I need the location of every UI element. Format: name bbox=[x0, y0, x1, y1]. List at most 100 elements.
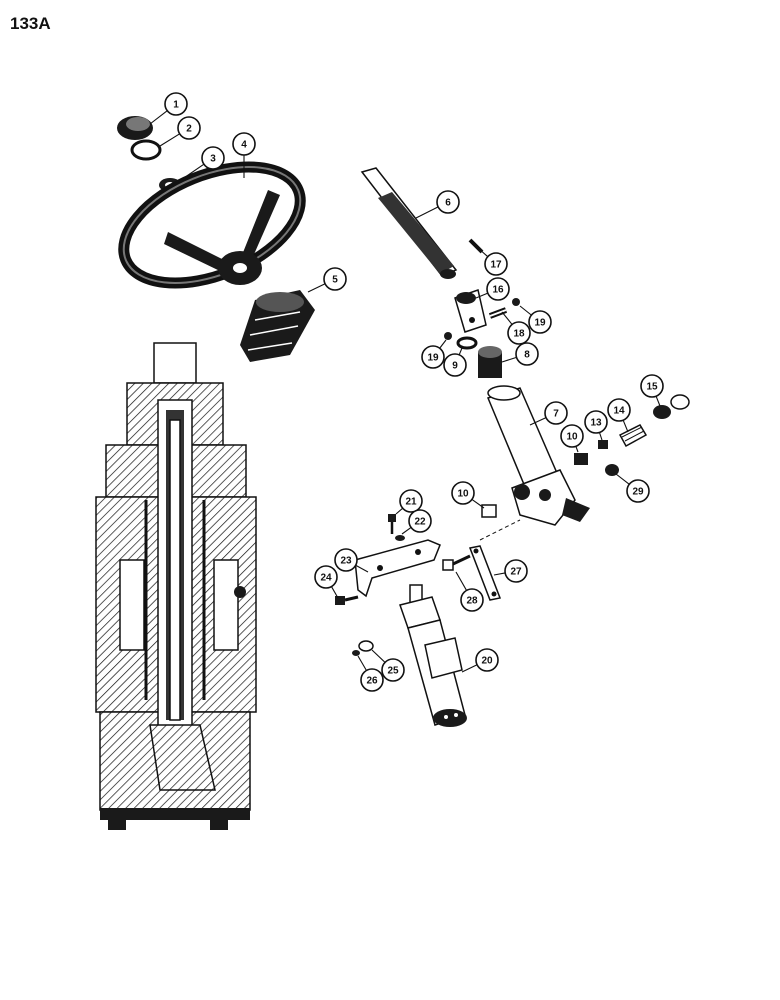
part-small-nut-right bbox=[512, 298, 520, 306]
callout-circle bbox=[460, 588, 484, 612]
part-bolt-small bbox=[388, 514, 396, 534]
part-sleeve-upper bbox=[574, 453, 588, 465]
callout-number: 4 bbox=[241, 140, 247, 151]
callout-leader-18 bbox=[501, 311, 513, 325]
part-lock-nut bbox=[670, 394, 690, 410]
callout-leader-14 bbox=[622, 419, 629, 433]
part-u-joint bbox=[454, 289, 487, 333]
part-long-bolt bbox=[442, 554, 471, 571]
callout-circle bbox=[381, 658, 405, 682]
callout-leader-3 bbox=[177, 163, 205, 183]
callout-22: 22 bbox=[408, 509, 432, 533]
part-lock-washer bbox=[395, 535, 405, 541]
callout-6: 6 bbox=[436, 190, 460, 214]
callout-leader-23 bbox=[355, 564, 369, 573]
callout-circle bbox=[486, 277, 510, 301]
callout-number: 7 bbox=[553, 409, 559, 420]
callout-circle bbox=[421, 345, 445, 369]
part-bushing bbox=[478, 346, 502, 378]
callout-29: 29 bbox=[626, 479, 650, 503]
callout-18: 18 bbox=[507, 321, 531, 345]
part-shaft bbox=[360, 167, 458, 279]
callout-leader-8 bbox=[501, 356, 517, 363]
callout-circle bbox=[607, 398, 631, 422]
callout-number: 2 bbox=[186, 124, 192, 135]
callout-leader-6 bbox=[415, 206, 439, 219]
callout-circle bbox=[443, 353, 467, 377]
callout-10: 10 bbox=[560, 424, 584, 448]
callout-number: 23 bbox=[340, 556, 352, 567]
callout-number: 1 bbox=[173, 100, 179, 111]
callout-1: 1 bbox=[164, 92, 188, 116]
part-pin bbox=[488, 307, 508, 319]
callout-10: 10 bbox=[451, 481, 475, 505]
callout-leader-26 bbox=[357, 655, 367, 671]
part-o-ring bbox=[130, 139, 162, 161]
callout-circle bbox=[232, 132, 256, 156]
callout-number: 13 bbox=[590, 418, 602, 429]
callout-leader-24 bbox=[330, 586, 339, 599]
part-link bbox=[468, 545, 502, 601]
callout-21: 21 bbox=[399, 489, 423, 513]
part-steering-wheel bbox=[118, 161, 306, 289]
callout-number: 8 bbox=[524, 350, 530, 361]
callout-circle bbox=[201, 146, 225, 170]
callout-5: 5 bbox=[323, 267, 347, 291]
callout-leader-15 bbox=[655, 396, 661, 407]
callout-leader-5 bbox=[307, 283, 326, 293]
callout-25: 25 bbox=[381, 658, 405, 682]
callout-leader-10 bbox=[575, 446, 579, 453]
callout-number: 17 bbox=[490, 260, 502, 271]
callout-number: 10 bbox=[566, 432, 578, 443]
callout-4: 4 bbox=[232, 132, 256, 156]
part-steering-control-unit bbox=[399, 584, 467, 727]
callout-circle bbox=[323, 267, 347, 291]
callout-number: 14 bbox=[613, 406, 625, 417]
callout-15: 15 bbox=[640, 374, 664, 398]
callout-number: 18 bbox=[513, 329, 525, 340]
callout-leader-9 bbox=[458, 347, 463, 356]
callout-leader-27 bbox=[493, 572, 506, 576]
part-small-nut-left bbox=[444, 332, 452, 340]
part-hex-nut bbox=[653, 405, 671, 419]
callout-circle bbox=[507, 321, 531, 345]
callout-number: 29 bbox=[632, 487, 644, 498]
callout-16: 16 bbox=[486, 277, 510, 301]
part-stud bbox=[618, 424, 648, 448]
callout-leader-16 bbox=[475, 292, 489, 299]
callout-number: 10 bbox=[457, 489, 469, 500]
page-number: 133A bbox=[10, 14, 51, 33]
callout-leader-7 bbox=[529, 417, 547, 426]
part-nut-small bbox=[358, 640, 374, 652]
part-washer bbox=[456, 336, 478, 350]
part-column-tube bbox=[486, 385, 590, 526]
callout-leader-19 bbox=[519, 305, 532, 316]
callout-circle bbox=[560, 424, 584, 448]
callout-19: 19 bbox=[528, 310, 552, 334]
callout-circle bbox=[528, 310, 552, 334]
callout-circle bbox=[484, 252, 508, 276]
callout-leader-10 bbox=[471, 498, 485, 509]
callout-leader-20 bbox=[461, 664, 478, 673]
callout-number: 26 bbox=[366, 676, 378, 687]
callout-28: 28 bbox=[460, 588, 484, 612]
callout-circle bbox=[584, 410, 608, 434]
callout-number: 28 bbox=[466, 596, 478, 607]
callout-leader-25 bbox=[371, 649, 386, 663]
callout-leader-13 bbox=[598, 432, 603, 441]
callout-number: 3 bbox=[210, 154, 216, 165]
callout-7: 7 bbox=[544, 401, 568, 425]
callout-number: 20 bbox=[481, 656, 493, 667]
callout-3: 3 bbox=[201, 146, 225, 170]
callout-circle bbox=[314, 565, 338, 589]
part-spacer bbox=[605, 464, 619, 476]
callout-23: 23 bbox=[334, 548, 358, 572]
callout-circle bbox=[334, 548, 358, 572]
callout-17: 17 bbox=[484, 252, 508, 276]
callout-leader-19 bbox=[439, 339, 447, 349]
callout-leader-2 bbox=[159, 133, 180, 147]
callout-circle bbox=[436, 190, 460, 214]
callout-circle bbox=[475, 648, 499, 672]
callout-number: 19 bbox=[534, 318, 546, 329]
callout-number: 25 bbox=[387, 666, 399, 677]
